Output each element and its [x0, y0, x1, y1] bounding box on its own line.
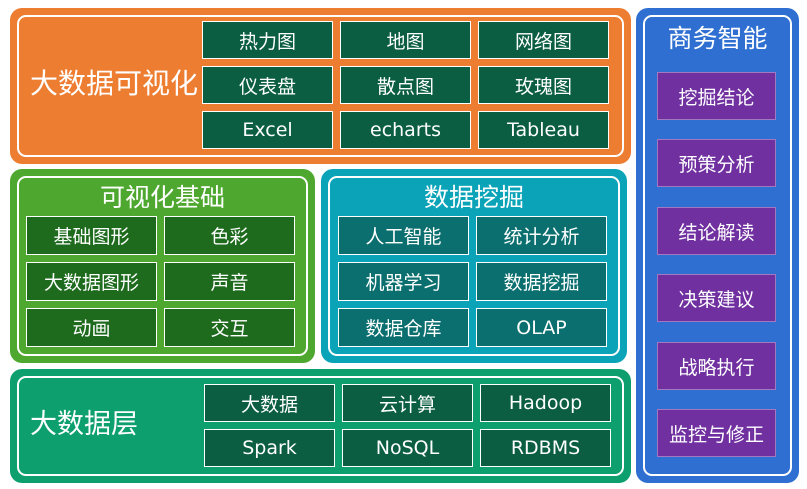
cell-hadoop: Hadoop [480, 384, 611, 422]
panel-data-mining: 数据挖掘 人工智能 统计分析 机器学习 数据挖掘 数据仓库 OLAP [321, 169, 627, 363]
cell-machine-learning: 机器学习 [338, 262, 469, 301]
cell-data-mining: 数据挖掘 [476, 262, 607, 301]
cell-network-graph: 网络图 [478, 21, 609, 59]
bi-item-decision-advice: 决策建议 [657, 274, 776, 322]
bigdata-viz-grid: 热力图 地图 网络图 仪表盘 散点图 玫瑰图 Excel echarts Tab… [202, 21, 612, 149]
cell-rdbms: RDBMS [480, 429, 611, 467]
panel-inner-border [17, 376, 624, 476]
data-mining-grid: 人工智能 统计分析 机器学习 数据挖掘 数据仓库 OLAP [338, 216, 607, 347]
bigdata-layer-grid: 大数据 云计算 Hadoop Spark NoSQL RDBMS [204, 384, 611, 467]
bi-item-strategy-execution: 战略执行 [657, 342, 776, 390]
cell-artificial-intelligence: 人工智能 [338, 216, 469, 255]
panel-title-bigdata-visualization: 大数据可视化 [30, 67, 199, 100]
panel-visualization-basics: 可视化基础 基础图形 色彩 大数据图形 声音 动画 交互 [10, 169, 315, 363]
panel-bigdata-visualization: 大数据可视化 热力图 地图 网络图 仪表盘 散点图 玫瑰图 Excel echa… [10, 8, 631, 164]
cell-tableau: Tableau [478, 111, 609, 149]
cell-sound: 声音 [164, 262, 295, 301]
cell-cloud-computing: 云计算 [342, 384, 473, 422]
panel-title-bigdata-layer: 大数据层 [30, 409, 138, 440]
panel-inner-border [17, 15, 624, 157]
cell-color: 色彩 [164, 216, 295, 255]
panel-inner-border [643, 15, 792, 476]
bi-item-predictive-analysis: 预策分析 [657, 139, 776, 187]
cell-data-warehouse: 数据仓库 [338, 308, 469, 347]
cell-olap: OLAP [476, 308, 607, 347]
panel-title-business-intelligence: 商务智能 [667, 24, 768, 53]
bi-item-monitoring-correction: 监控与修正 [657, 409, 776, 457]
cell-spark: Spark [204, 429, 335, 467]
cell-excel: Excel [202, 111, 333, 149]
bi-item-conclusion-interpretation: 结论解读 [657, 207, 776, 255]
cell-nosql: NoSQL [342, 429, 473, 467]
bi-item-mining-conclusions: 挖掘结论 [657, 72, 776, 120]
cell-big-data: 大数据 [204, 384, 335, 422]
panel-inner-border [17, 176, 308, 356]
panel-bigdata-layer: 大数据层 大数据 云计算 Hadoop Spark NoSQL RDBMS [10, 369, 631, 483]
panel-title-visualization-basics: 可视化基础 [99, 183, 225, 212]
cell-echarts: echarts [340, 111, 471, 149]
cell-heatmap: 热力图 [202, 21, 333, 59]
cell-dashboard: 仪表盘 [202, 66, 333, 104]
cell-bigdata-graphics: 大数据图形 [26, 262, 157, 301]
cell-rose-chart: 玫瑰图 [478, 66, 609, 104]
viz-basics-grid: 基础图形 色彩 大数据图形 声音 动画 交互 [26, 216, 295, 347]
cell-basic-shapes: 基础图形 [26, 216, 157, 255]
panel-inner-border [328, 176, 620, 356]
cell-interaction: 交互 [164, 308, 295, 347]
panel-title-data-mining: 数据挖掘 [423, 183, 524, 212]
cell-statistical-analysis: 统计分析 [476, 216, 607, 255]
cell-animation: 动画 [26, 308, 157, 347]
cell-scatter-plot: 散点图 [340, 66, 471, 104]
cell-map: 地图 [340, 21, 471, 59]
panel-business-intelligence: 商务智能 挖掘结论 预策分析 结论解读 决策建议 战略执行 监控与修正 [636, 8, 799, 483]
